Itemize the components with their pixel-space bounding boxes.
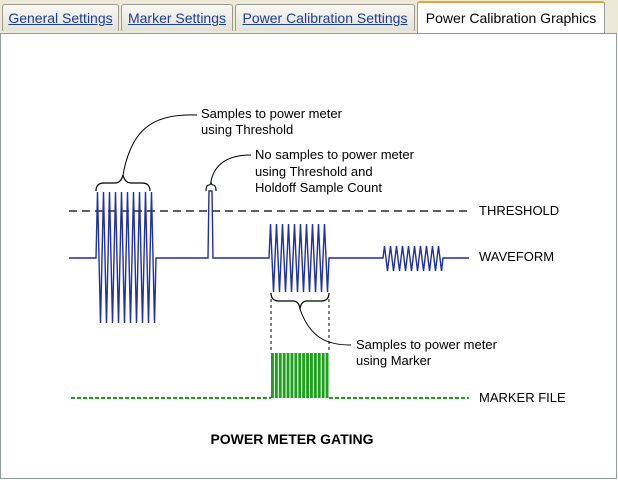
marker-stripe <box>290 353 294 398</box>
marker-stripe <box>294 353 298 398</box>
no-samples-brace <box>205 180 217 192</box>
marker-stripe <box>274 353 278 398</box>
graphics-panel: THRESHOLD WAVEFORM MARKER FILE Samples t… <box>0 33 617 479</box>
tab-strip: General Settings Marker Settings Power C… <box>0 0 618 34</box>
marker-stripe <box>286 353 290 398</box>
threshold-samples-brace <box>95 174 151 192</box>
marker-file-label: MARKER FILE <box>479 390 566 405</box>
tab-power-calibration-graphics[interactable]: Power Calibration Graphics <box>417 1 605 34</box>
marker-stripe <box>298 353 302 398</box>
waveform-label: WAVEFORM <box>479 249 554 264</box>
marker-stripe <box>317 353 321 398</box>
tab-general-settings[interactable]: General Settings <box>2 4 119 31</box>
marker-stripe <box>278 353 282 398</box>
marker-stripe <box>271 353 274 398</box>
marker-stripe <box>306 353 309 398</box>
marker-stripe <box>321 353 325 398</box>
tab-marker-settings[interactable]: Marker Settings <box>121 4 233 31</box>
marker-stripe <box>302 353 306 398</box>
marker-stripe <box>310 353 313 398</box>
marker-stripe <box>313 353 317 398</box>
no-samples-callout: No samples to power meter using Threshol… <box>255 147 418 195</box>
marker-stripe <box>325 353 329 398</box>
threshold-samples-leader <box>122 114 198 176</box>
marker-stripe <box>282 353 286 398</box>
marker-samples-brace <box>270 292 330 310</box>
diagram-title: POWER METER GATING <box>210 431 373 447</box>
no-samples-leader <box>210 154 252 182</box>
marker-samples-callout: Samples to power meter using Marker <box>356 337 501 368</box>
threshold-label: THRESHOLD <box>479 203 559 218</box>
waveform-line <box>69 190 469 324</box>
marker-samples-leader <box>299 308 352 346</box>
threshold-samples-callout: Samples to power meter using Threshold <box>201 106 346 137</box>
tab-power-calibration-settings[interactable]: Power Calibration Settings <box>235 4 415 31</box>
marker-pulse <box>271 353 329 398</box>
power-meter-gating-diagram: THRESHOLD WAVEFORM MARKER FILE Samples t… <box>69 106 566 447</box>
